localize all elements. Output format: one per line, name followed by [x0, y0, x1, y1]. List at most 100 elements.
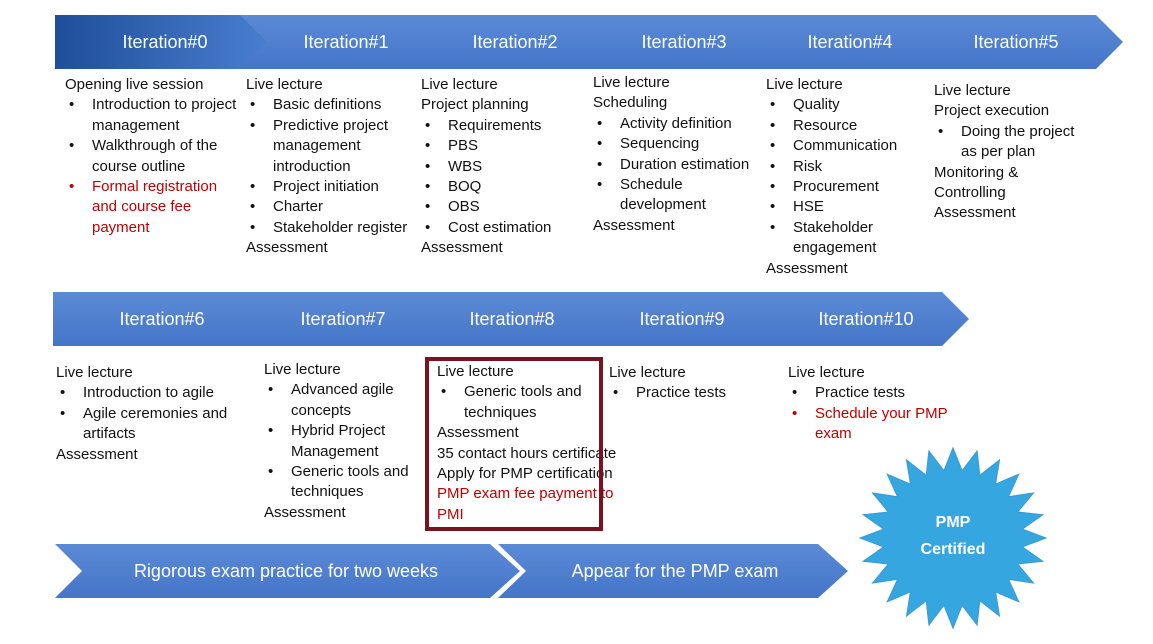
iteration-arrow-8: Iteration#8	[407, 292, 606, 346]
badge-line-1: PMP	[936, 514, 971, 531]
exam-practice-label: Rigorous exam practice for two weeks	[134, 561, 438, 581]
iteration-arrow-label: Iteration#4	[807, 32, 892, 52]
bullet-item: Predictive project management introducti…	[246, 116, 416, 177]
detail-line: Live lecture	[246, 76, 323, 93]
bullet-item: Practice tests	[788, 383, 963, 404]
bullet-item: Risk	[766, 157, 926, 178]
bullet-item: WBS	[421, 157, 586, 178]
detail-line: 35 contact hours certificate	[437, 444, 617, 462]
bullet-item: Generic tools and techniques	[437, 382, 637, 423]
iteration-arrow-label: Iteration#1	[303, 32, 388, 52]
bullet-item: Walkthrough of the course outline	[65, 136, 240, 177]
bullet-item: Generic tools and techniques	[264, 462, 424, 503]
bullet-item: OBS	[421, 197, 586, 218]
iteration-arrow-label: Iteration#0	[122, 32, 207, 52]
bullet-item: Requirements	[421, 116, 586, 137]
bullet-item: Basic definitions	[246, 95, 416, 116]
detail-line: Assessment	[766, 259, 848, 277]
bullet-item: Schedule development	[593, 175, 761, 216]
detail-line: Assessment	[246, 239, 328, 257]
iteration-arrow-label: Iteration#6	[119, 309, 204, 329]
bullet-item: Formal registration and course fee payme…	[65, 177, 240, 238]
bullet-item: Communication	[766, 136, 926, 157]
detail-line: Monitoring &	[934, 163, 1019, 181]
bullet-item: Stakeholder register	[246, 218, 416, 239]
detail-line: Assessment	[437, 424, 519, 442]
bullet-item: Introduction to agile	[56, 383, 246, 404]
iteration-arrow-label: Iteration#8	[469, 309, 554, 329]
bullet-item: Stakeholder engagement	[766, 218, 926, 259]
bullet-item: PBS	[421, 136, 586, 157]
iteration-3-details: Live lectureSchedulingActivity definitio…	[593, 73, 761, 236]
bullet-item: HSE	[766, 197, 926, 218]
bullet-item: Quality	[766, 95, 926, 116]
detail-line: Project planning	[421, 96, 529, 114]
detail-line: Live lecture	[593, 74, 670, 91]
badge-line-2: Certified	[921, 541, 986, 558]
iteration-arrow-10: Iteration#10	[745, 292, 969, 346]
detail-line: Assessment	[264, 503, 346, 521]
detail-line: Opening live session	[65, 76, 204, 93]
iteration-8-details: Live lectureGeneric tools and techniques…	[437, 362, 637, 525]
detail-line: Live lecture	[788, 364, 865, 381]
bullet-item: Charter	[246, 197, 416, 218]
bullet-item: BOQ	[421, 177, 586, 198]
bullet-item: Practice tests	[609, 383, 749, 404]
bullet-item: Procurement	[766, 177, 926, 198]
detail-line: Live lecture	[264, 361, 341, 378]
detail-line: Assessment	[593, 216, 675, 234]
iteration-1-details: Live lectureBasic definitions Predictive…	[246, 75, 416, 259]
detail-line: Live lecture	[934, 82, 1011, 99]
iteration-arrow-9: Iteration#9	[576, 292, 775, 346]
iteration-arrow-label: Iteration#3	[641, 32, 726, 52]
iteration-arrow-label: Iteration#5	[973, 32, 1058, 52]
detail-line: Assessment	[56, 445, 138, 463]
detail-line: Live lecture	[609, 364, 686, 381]
iteration-arrow-label: Iteration#2	[472, 32, 557, 52]
iteration-arrow-0: Iteration#0	[55, 15, 272, 69]
iteration-7-details: Live lectureAdvanced agile conceptsHybri…	[264, 360, 424, 523]
detail-line: Project execution	[934, 102, 1050, 120]
exam-practice-arrow: Rigorous exam practice for two weeks	[55, 544, 520, 598]
iteration-9-details: Live lecturePractice tests	[609, 363, 749, 404]
bullet-item: Cost estimation	[421, 218, 586, 239]
iteration-arrow-label: Iteration#7	[300, 309, 385, 329]
iteration-4-details: Live lectureQualityResourceCommunication…	[766, 75, 926, 279]
detail-line: PMP exam fee payment to	[437, 485, 614, 503]
bullet-item: Agile ceremonies and artifacts	[56, 404, 246, 445]
detail-line: Live lecture	[421, 76, 498, 93]
bullet-item: Sequencing	[593, 134, 761, 155]
iteration-0-details: Opening live sessionIntroduction to proj…	[65, 75, 240, 238]
bullet-item: Doing the project as per plan	[934, 122, 1094, 163]
detail-line: Assessment	[421, 239, 503, 257]
detail-line: Live lecture	[437, 363, 514, 380]
iteration-arrow-label: Iteration#10	[818, 309, 913, 329]
iteration-arrow-7: Iteration#7	[233, 292, 437, 346]
iteration-10-details: Live lecturePractice testsSchedule your …	[788, 363, 963, 445]
iteration-arrow-2: Iteration#2	[414, 15, 617, 69]
iteration-6-details: Live lectureIntroduction to agileAgile c…	[56, 363, 246, 465]
detail-line: Scheduling	[593, 94, 668, 112]
bullet-item: Activity definition	[593, 114, 761, 135]
iteration-arrow-5: Iteration#5	[924, 15, 1123, 69]
iteration-arrow-label: Iteration#9	[639, 309, 724, 329]
detail-line: Apply for PMP certification	[437, 465, 613, 483]
bullet-item: Resource	[766, 116, 926, 137]
iteration-arrow-6: Iteration#6	[53, 292, 263, 346]
detail-line: PMI	[437, 505, 464, 523]
appear-exam-label: Appear for the PMP exam	[572, 561, 779, 581]
iteration-arrow-3: Iteration#3	[584, 15, 787, 69]
detail-line: Controlling	[934, 184, 1006, 202]
detail-line: Live lecture	[56, 364, 133, 381]
iteration-arrow-1: Iteration#1	[240, 15, 447, 69]
bullet-item: Project initiation	[246, 177, 416, 198]
detail-line: Live lecture	[766, 76, 843, 93]
bullet-item: Schedule your PMP exam	[788, 404, 963, 445]
appear-exam-arrow: Appear for the PMP exam	[498, 544, 848, 598]
bullet-item: Introduction to project management	[65, 95, 240, 136]
detail-line: Assessment	[934, 204, 1016, 222]
bullet-item: Duration estimation	[593, 155, 761, 176]
